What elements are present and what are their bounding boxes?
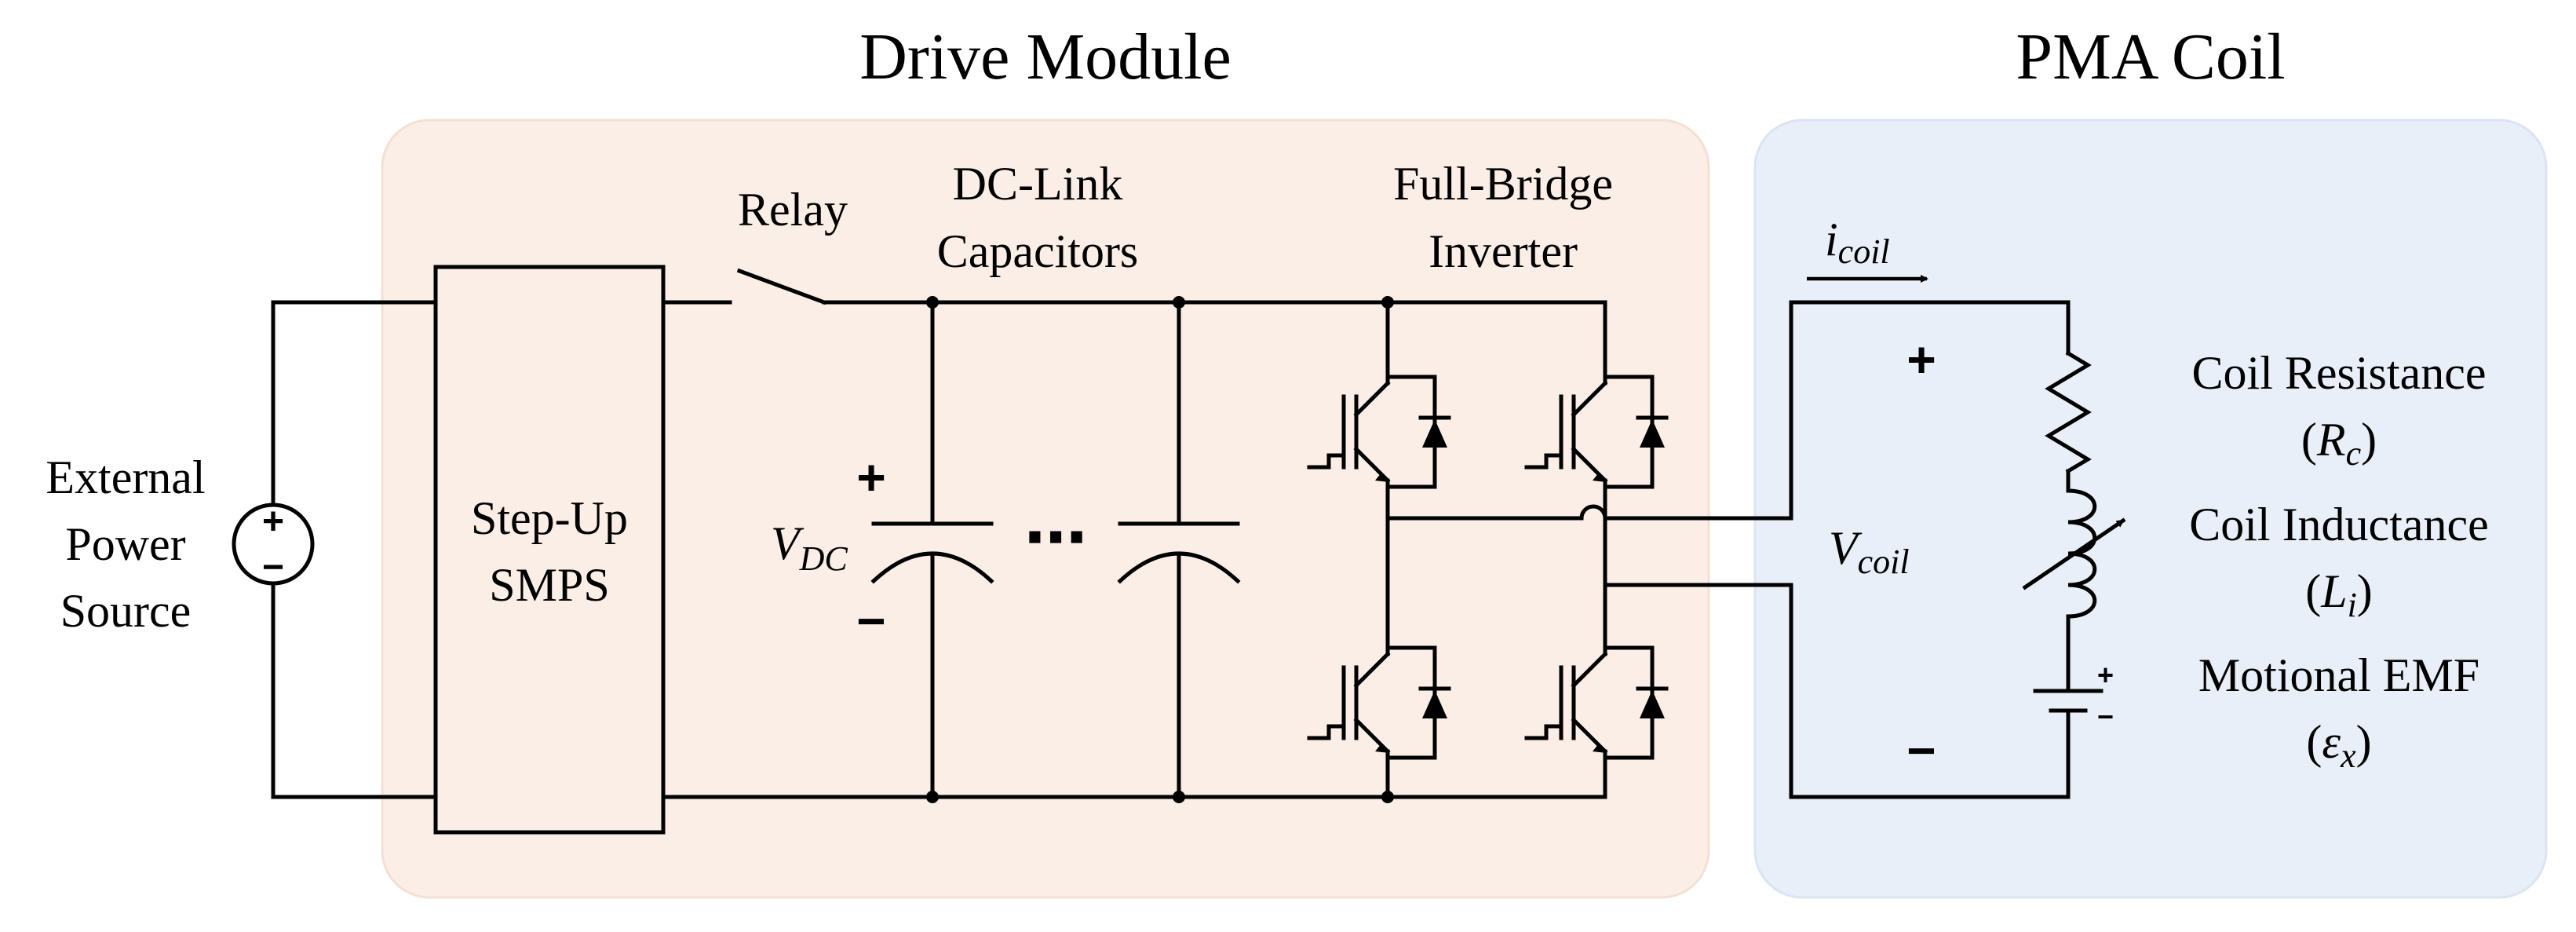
relay-label: Relay <box>738 184 848 236</box>
smps-label-line1: Step-Up <box>471 492 628 544</box>
coil-current-label: icoil <box>1825 214 1890 271</box>
external-power-source: + − External Power Source <box>46 300 438 799</box>
source-minus-sign: − <box>262 546 284 588</box>
coil-inductance-symbol: (Li) <box>2305 565 2373 624</box>
vdc-plus-sign: + <box>856 449 885 506</box>
drive-module-panel <box>381 119 1710 899</box>
relay-switch-icon <box>736 268 827 305</box>
source-plus-sign: + <box>262 501 284 543</box>
coil-resistance-symbol: (Rc) <box>2301 414 2377 473</box>
capacitor-ellipsis: ⋯ <box>1024 501 1087 574</box>
inverter-label-line2: Inverter <box>1428 225 1578 277</box>
dc-link-capacitors: DC-Link Capacitors ⋯ + − VDC <box>771 158 1241 803</box>
pma-coil-panel <box>1753 119 2548 899</box>
capacitors-label-line2: Capacitors <box>937 225 1139 277</box>
pma-coil-circuit: + − icoil + − Vcoil Coil Resistance (Rc)… <box>1789 214 2489 799</box>
inductor-icon <box>2066 488 2097 619</box>
resistor-icon <box>2045 350 2092 474</box>
emf-minus-sign: − <box>2097 700 2114 733</box>
coil-inductance-label: Coil Inductance <box>2189 499 2489 550</box>
source-label-line2: Power <box>65 518 185 570</box>
variable-arrow-icon <box>2022 517 2126 590</box>
inverter-label-line1: Full-Bridge <box>1393 158 1613 210</box>
coil-voltage-label: Vcoil <box>1829 522 1910 581</box>
motional-emf-symbol: (εx) <box>2306 716 2371 775</box>
drive-module-title: Drive Module <box>859 20 1231 93</box>
relay: Relay <box>661 184 848 305</box>
voltage-source-icon <box>232 503 315 586</box>
smps-label-line2: SMPS <box>489 559 609 611</box>
source-label-line1: External <box>46 451 205 503</box>
emf-plus-sign: + <box>2097 659 2114 691</box>
coil-resistance-label: Coil Resistance <box>2192 347 2487 399</box>
step-up-smps: Step-Up SMPS <box>433 265 666 835</box>
motional-emf-label: Motional EMF <box>2198 649 2479 701</box>
coil-plus-sign: + <box>1906 331 1936 388</box>
source-label-line3: Source <box>60 585 192 637</box>
full-bridge-inverter: Full-Bridge Inverter <box>1309 158 1793 803</box>
vdc-minus-sign: − <box>856 593 885 649</box>
vdc-label: VDC <box>771 517 848 578</box>
pma-coil-title: PMA Coil <box>2016 20 2285 93</box>
coil-minus-sign: − <box>1906 722 1936 779</box>
capacitors-label-line1: DC-Link <box>953 158 1123 210</box>
